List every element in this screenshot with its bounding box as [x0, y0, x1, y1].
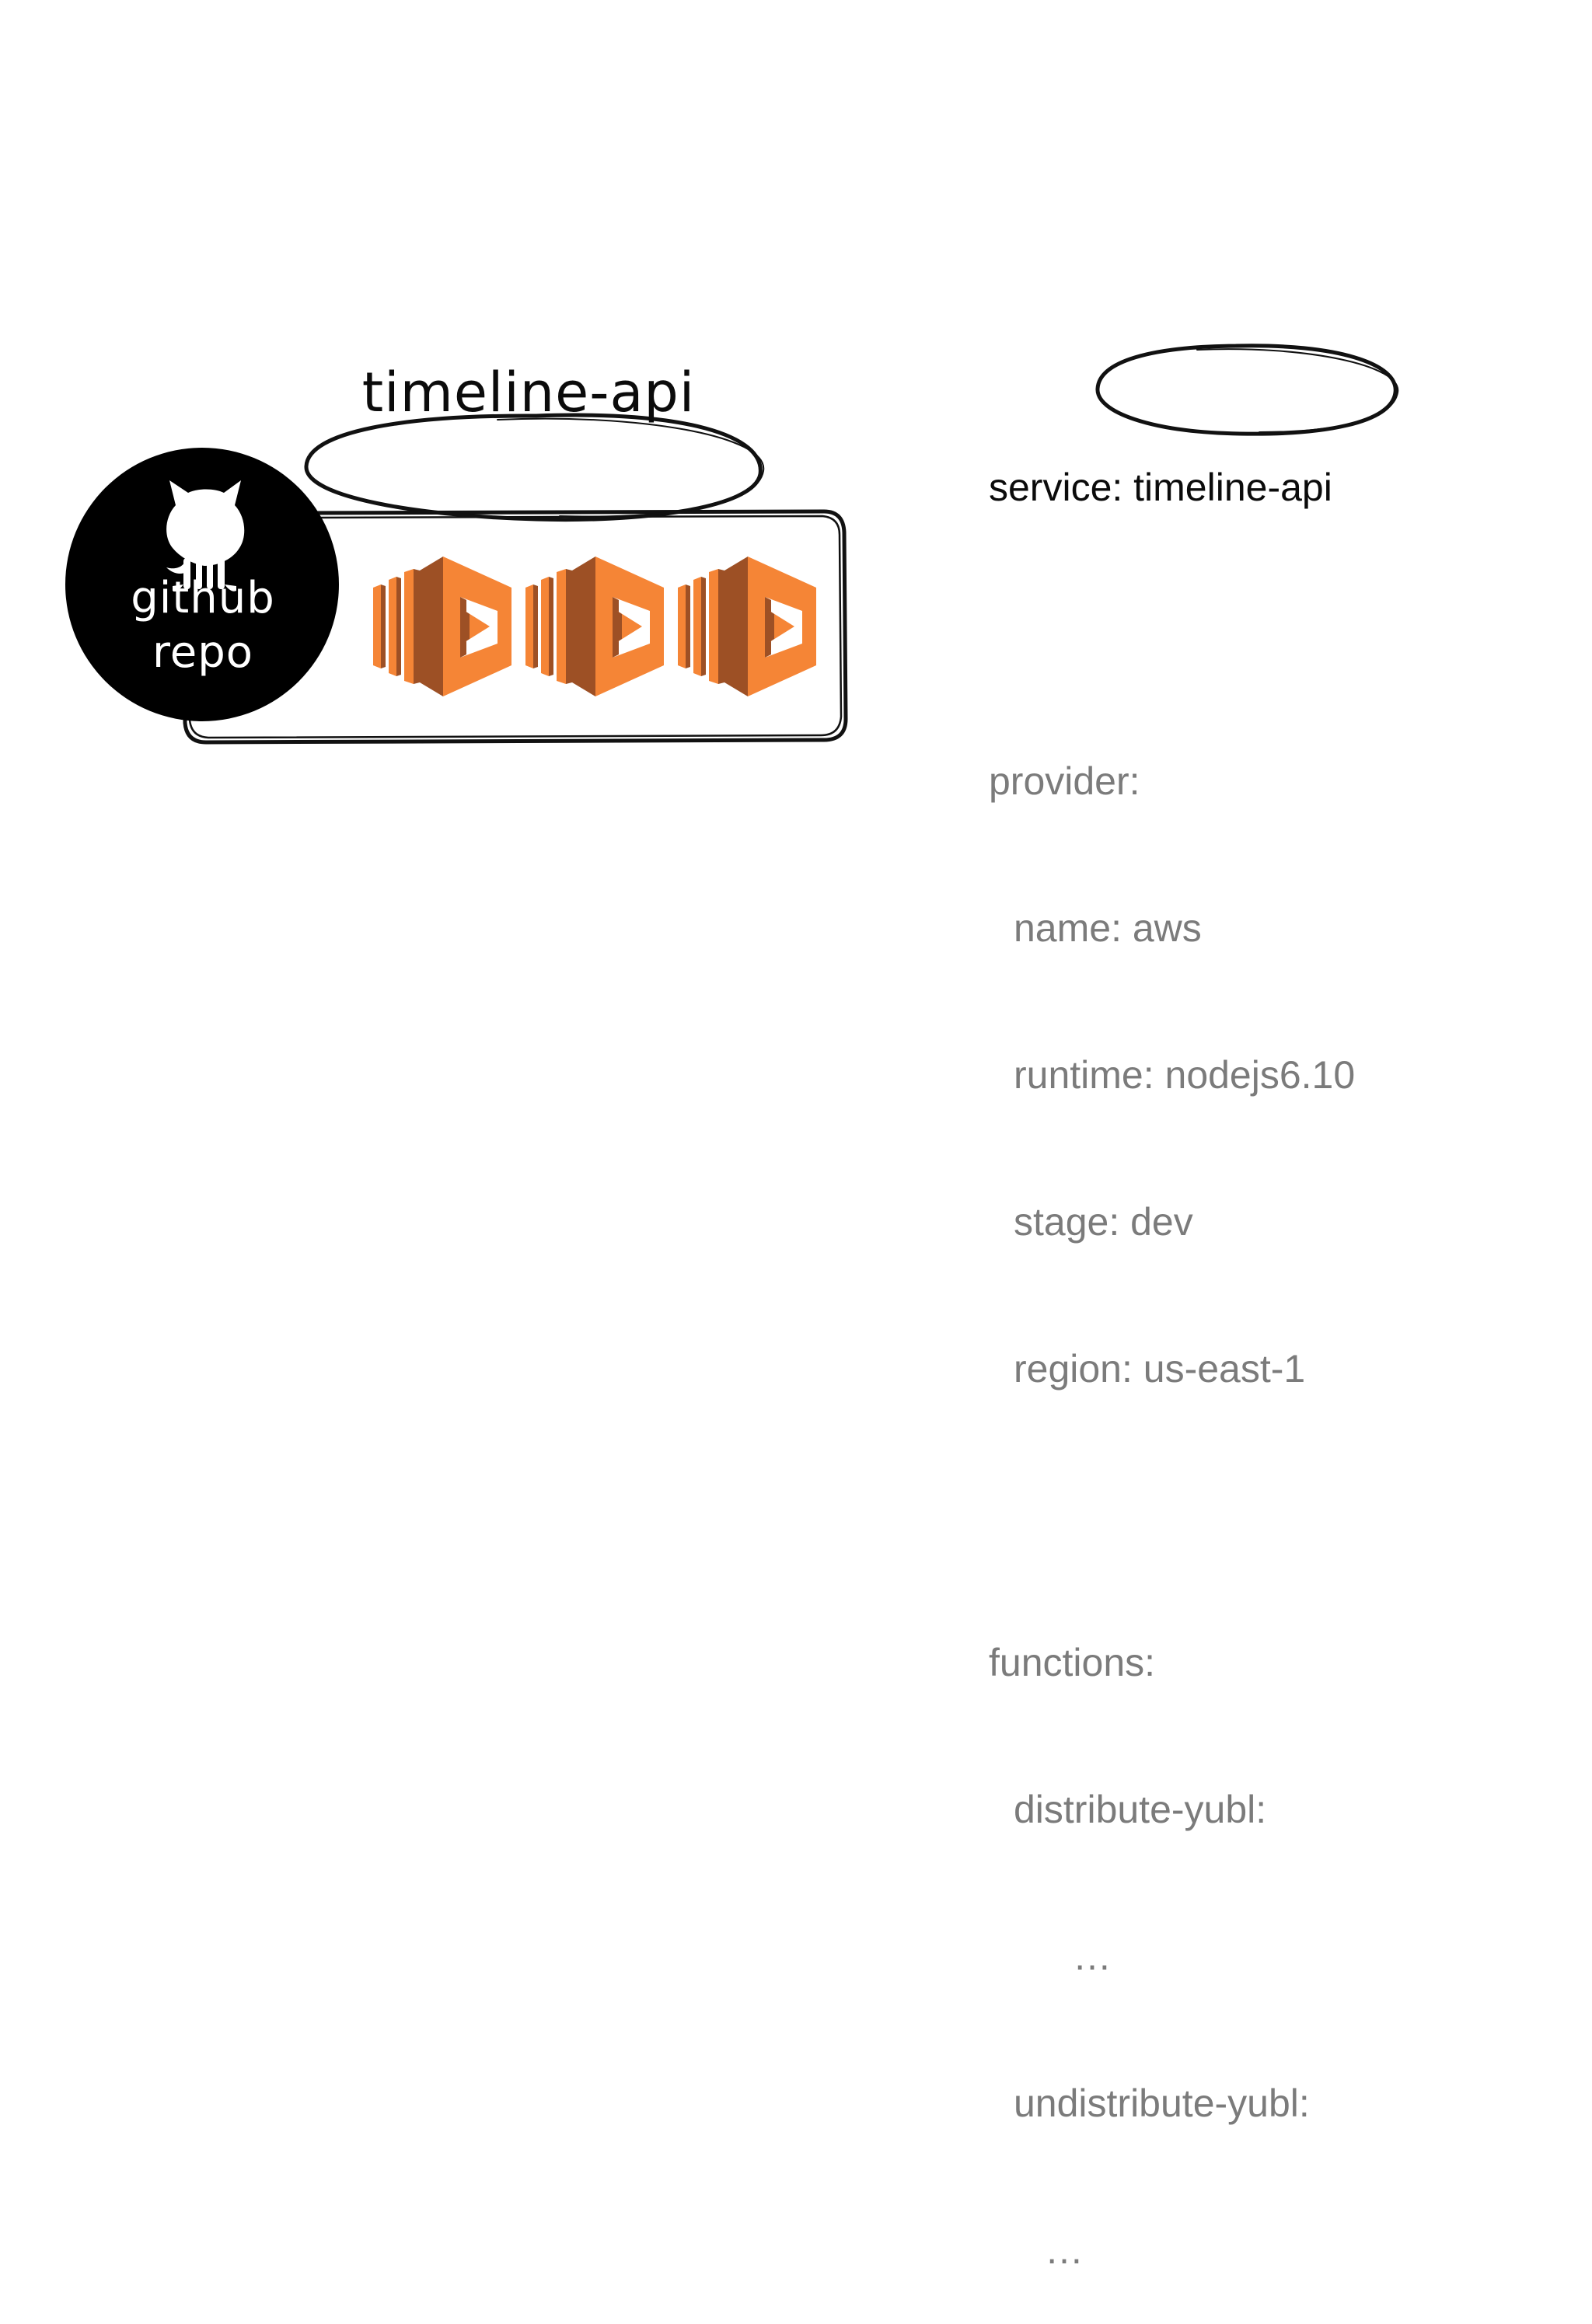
yaml-line-ellipsis: … — [1045, 2228, 1084, 2272]
aws-lambda-icon — [525, 557, 664, 696]
yaml-service-ellipse — [1095, 344, 1399, 436]
yaml-line-name: name: aws — [1014, 906, 1202, 950]
yaml-line-stage: stage: dev — [1014, 1200, 1193, 1244]
sketch-outlines — [183, 344, 1399, 745]
yaml-line-blank — [989, 610, 1355, 659]
yaml-line-undistribute: undistribute-yubl: — [1014, 2081, 1310, 2125]
service-name-ellipse — [304, 413, 765, 522]
repo-label-line2: repo — [152, 627, 254, 678]
yaml-line-ellipsis: … — [1073, 1935, 1112, 1978]
yaml-line-runtime: runtime: nodejs6.10 — [1014, 1053, 1356, 1097]
github-octocat-icon — [166, 480, 245, 591]
repo-label-line1: github — [131, 573, 275, 623]
yaml-line-functions: functions: — [989, 1641, 1156, 1684]
yaml-line-blank — [989, 1492, 1355, 1541]
yaml-line-distribute: distribute-yubl: — [1014, 1788, 1267, 1831]
github-repo-node — [65, 448, 339, 721]
yaml-line-region: region: us-east-1 — [1014, 1347, 1306, 1391]
service-container-box — [183, 509, 848, 745]
yaml-line-provider: provider: — [989, 759, 1140, 803]
service-name-label: timeline-api — [361, 361, 696, 424]
yaml-line-service: service: timeline-api — [989, 466, 1332, 509]
repo-label: github repo — [67, 571, 339, 680]
aws-lambda-icon — [678, 557, 816, 696]
aws-lambda-icon — [373, 557, 511, 696]
serverless-yaml: service: timeline-api provider: name: aw… — [989, 365, 1355, 2324]
